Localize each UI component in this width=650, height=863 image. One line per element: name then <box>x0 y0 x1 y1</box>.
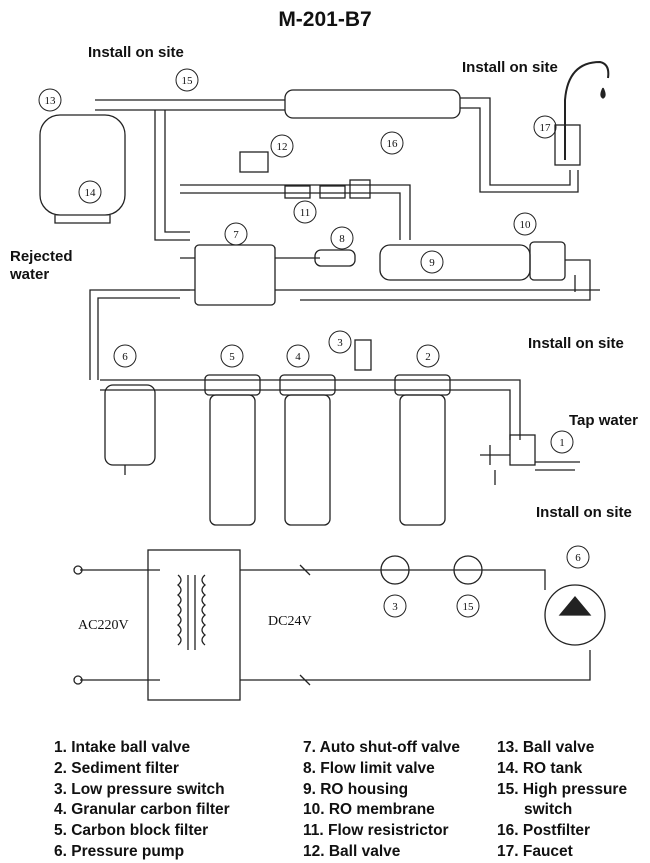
legend-col-3: 13. Ball valve 14. RO tank 15. High pres… <box>497 738 627 863</box>
callout-13: 13 <box>45 95 57 107</box>
faucet <box>564 60 610 160</box>
legend-item: 12. Ball valve <box>303 842 401 860</box>
callout-6-electric: 6 <box>575 552 581 564</box>
label-tap-water: Tap water <box>569 412 638 429</box>
callout-numbers <box>38 68 590 618</box>
callout-4: 4 <box>295 351 301 363</box>
pressure-pump <box>104 384 156 475</box>
ro-tank <box>39 114 126 216</box>
callout-5: 5 <box>229 351 235 363</box>
legend-item: 2. Sediment filter <box>54 759 179 777</box>
postfilter-housing <box>284 89 461 119</box>
callout-6: 6 <box>122 351 128 363</box>
legend-item: 3. Low pressure switch <box>54 780 225 798</box>
circuit <box>80 569 591 681</box>
legend-item: 6. Pressure pump <box>54 842 185 860</box>
legend-item: 15. High pressure <box>497 780 628 798</box>
callout-16: 16 <box>387 138 399 150</box>
label-install-top-left: Install on site <box>88 44 184 61</box>
pump-motor <box>544 584 606 646</box>
legend-item: switch <box>524 801 573 819</box>
legend-item: 11. Flow resistrictor <box>303 822 449 840</box>
callout-12: 12 <box>277 141 288 153</box>
legend-item: 4. Granular carbon filter <box>54 801 230 819</box>
legend-col-2: 7. Auto shut-off valve 8. Flow limit val… <box>303 738 460 863</box>
legend-item: 5. Carbon block filter <box>54 822 209 840</box>
diagram-title: M-201-B7 <box>278 8 372 31</box>
callout-17: 17 <box>540 122 552 134</box>
callout-2: 2 <box>425 351 431 363</box>
callout-1: 1 <box>559 437 565 449</box>
callout-9: 9 <box>429 257 435 269</box>
legend-item: 9. RO housing <box>303 780 409 798</box>
callout-10: 10 <box>520 219 532 231</box>
legend-item: 16. Postfilter <box>497 822 591 840</box>
sediment-filter <box>394 374 451 526</box>
legend-item: 1. Intake ball valve <box>54 739 191 756</box>
callout-15: 15 <box>182 75 194 87</box>
faucet-pipe <box>460 97 579 193</box>
callout-15-electric: 15 <box>463 601 475 613</box>
callout-3: 3 <box>337 337 343 349</box>
callout-3-electric: 3 <box>392 601 398 613</box>
auto-shutoff-valve <box>194 244 276 306</box>
carbon-filter <box>279 374 336 526</box>
plumbing-diagram: 13 15 12 16 17 14 11 10 7 8 9 3 6 5 4 2 … <box>38 60 610 701</box>
callout-7: 7 <box>233 229 239 241</box>
legend-item: 10. RO membrane <box>303 801 435 819</box>
callout-14: 14 <box>85 187 97 199</box>
legend-col-1: 1. Intake ball valve 2. Sediment filter … <box>54 738 230 863</box>
top-pipe <box>95 99 285 111</box>
carbon-block-filter <box>204 374 261 526</box>
label-rejected-water: Rejected water <box>10 248 73 283</box>
label-ac-voltage: AC220V <box>78 618 129 633</box>
legend-item: 8. Flow limit valve <box>303 759 435 777</box>
label-dc-voltage: DC24V <box>268 614 312 629</box>
legend-item: 13. Ball valve <box>497 739 595 756</box>
callout-8: 8 <box>339 233 345 245</box>
legend-item: 17. Faucet <box>497 842 573 860</box>
label-install-bottom: Install on site <box>536 504 632 521</box>
ro-housing <box>379 244 531 281</box>
legend-item: 7. Auto shut-off valve <box>303 739 461 756</box>
label-install-mid: Install on site <box>528 335 624 352</box>
legend-item: 14. RO tank <box>497 759 583 777</box>
label-install-top-right: Install on site <box>462 59 558 76</box>
callout-11: 11 <box>300 207 311 219</box>
